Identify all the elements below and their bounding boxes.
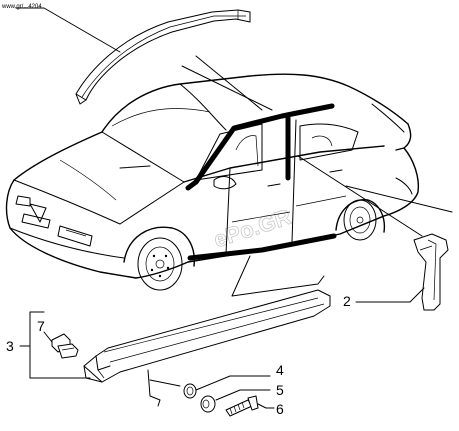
callout-4: 4 [276, 362, 284, 378]
front-wheel [123, 226, 195, 291]
car-body [5, 73, 420, 279]
roof-leader-lines [15, 7, 273, 111]
side-sill-moulding [83, 255, 331, 383]
grommet-part-5 [200, 389, 271, 413]
callout-5: 5 [276, 382, 284, 398]
rear-pillar-trim [297, 155, 453, 311]
screw-part-6 [225, 395, 275, 417]
callout-6: 6 [276, 401, 284, 417]
watermark-text: www.gr/...4204 [1, 4, 42, 10]
callout-7: 7 [37, 318, 45, 334]
sill-fastener-leaders [147, 369, 181, 407]
clip-part-7 [43, 331, 79, 359]
roof-moulding-strip [75, 9, 251, 105]
bracket-part-3 [19, 311, 91, 379]
callout-2: 2 [343, 293, 351, 309]
spacer-part-4 [183, 375, 271, 399]
callout-3: 3 [6, 338, 14, 354]
rear-wheel [335, 199, 386, 241]
door-frame-moulding [185, 103, 337, 261]
